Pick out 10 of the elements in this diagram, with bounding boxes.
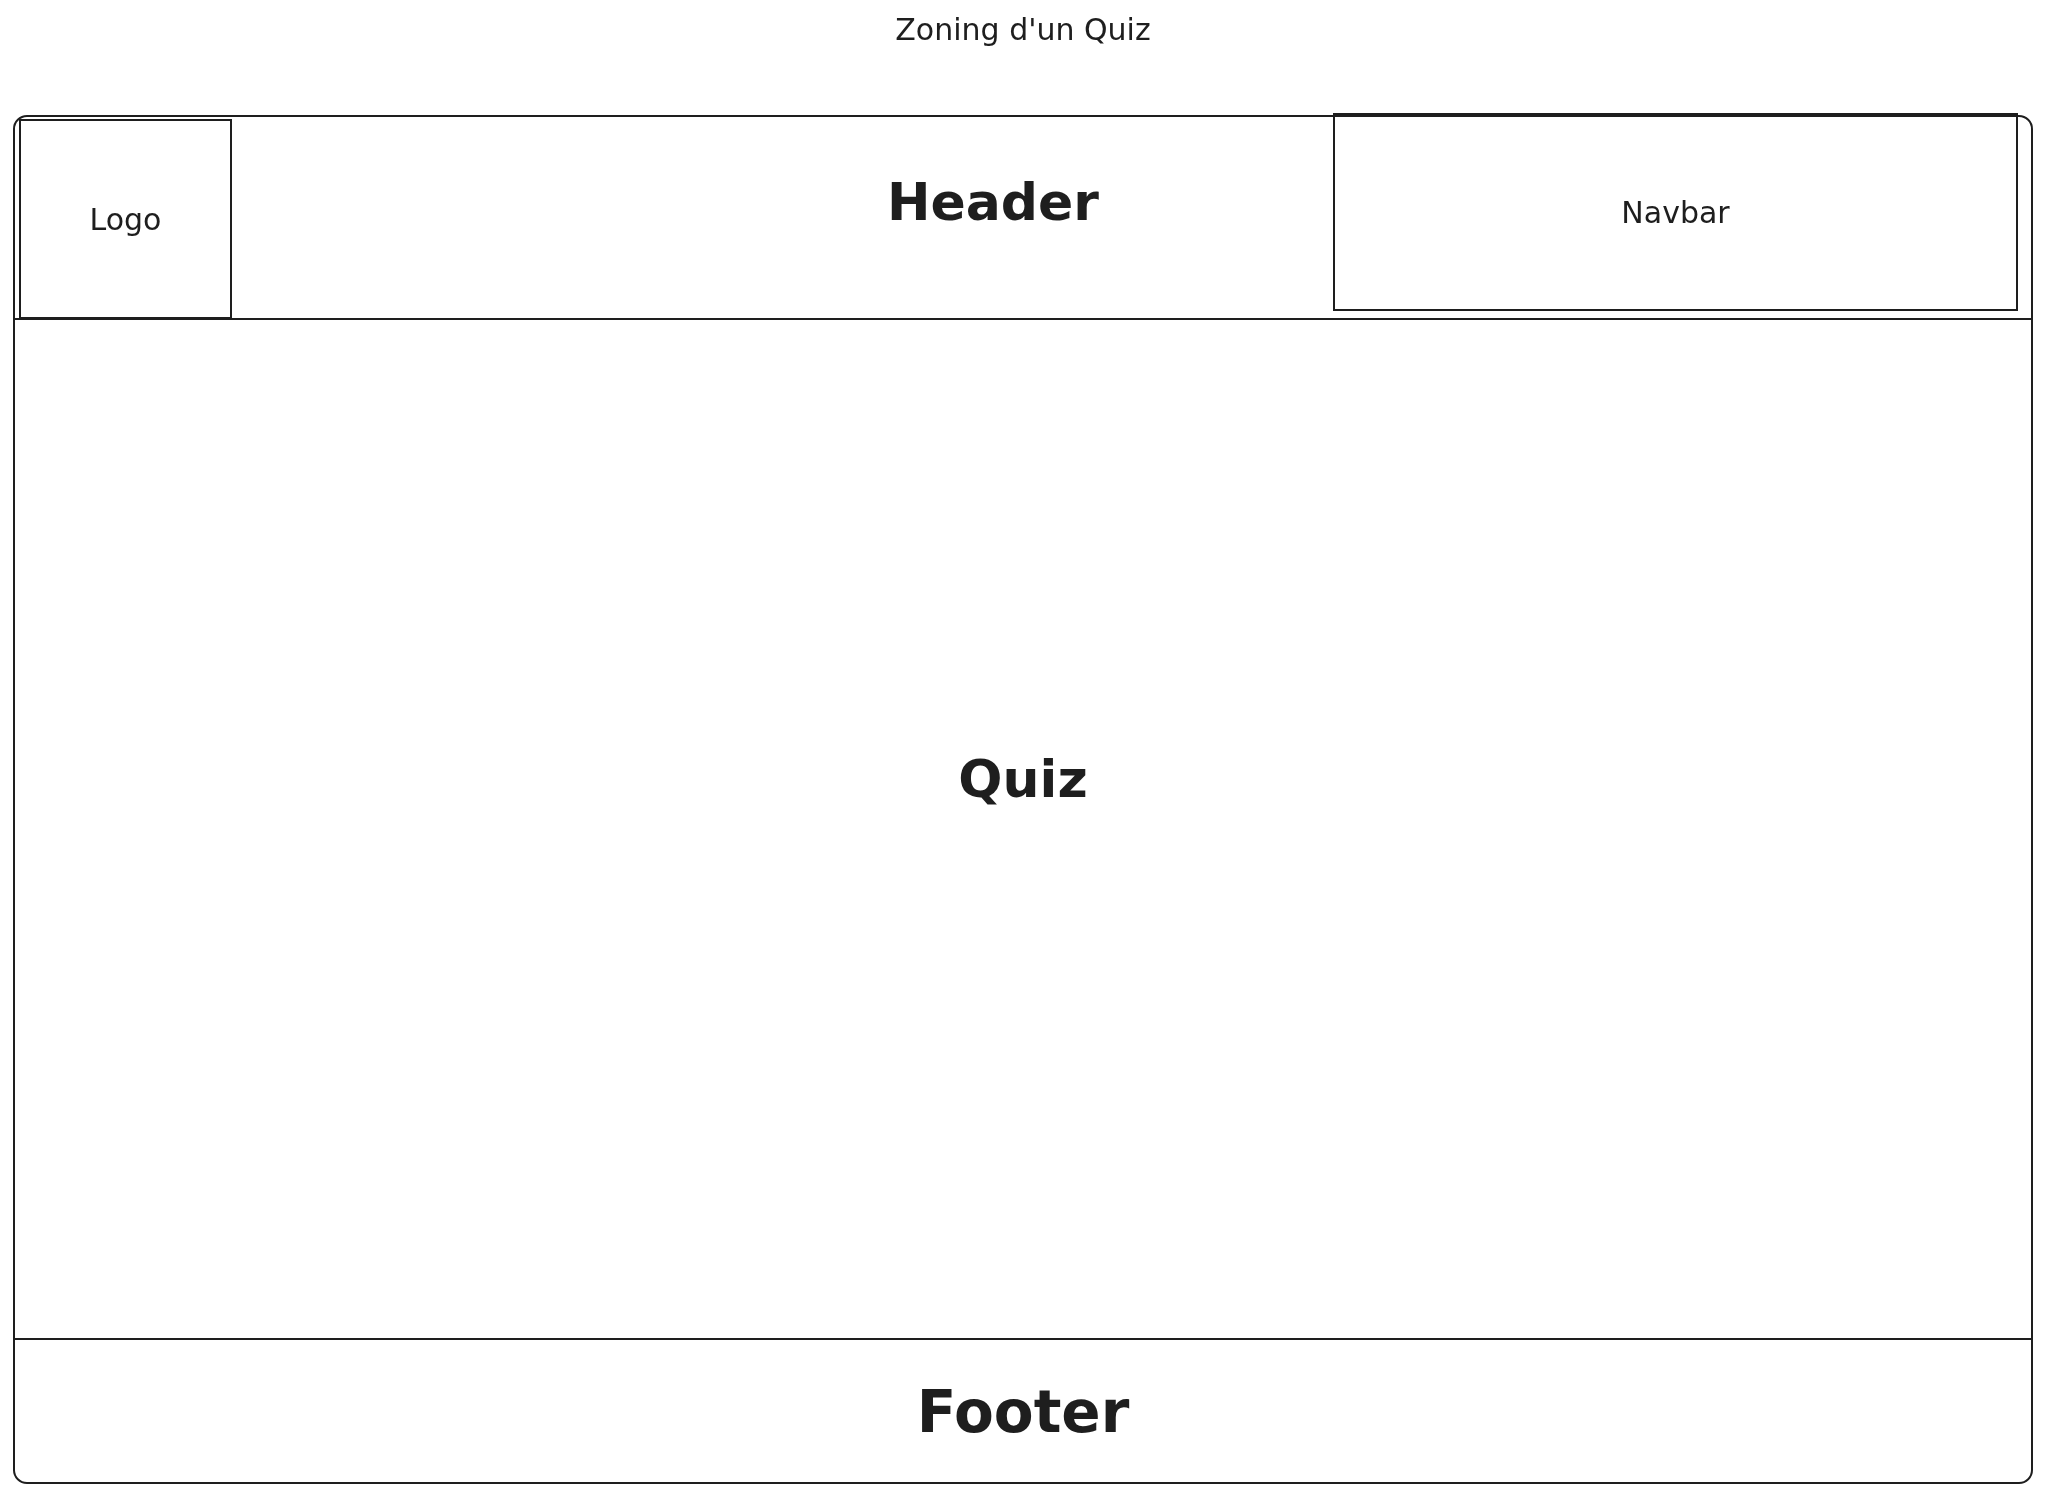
page-frame (13, 115, 2033, 1484)
diagram-title: Zoning d'un Quiz (894, 12, 1152, 47)
zone-label: Header (887, 171, 1099, 232)
navbar-zone (1333, 113, 2018, 311)
zone-label: Footer (916, 1378, 1130, 1446)
zone-label: Quiz (958, 749, 1088, 809)
zone-label: Navbar (1621, 194, 1730, 230)
placeholder-box (19, 119, 232, 319)
header-zone (13, 115, 2033, 320)
zone-label: Logo (89, 201, 162, 237)
